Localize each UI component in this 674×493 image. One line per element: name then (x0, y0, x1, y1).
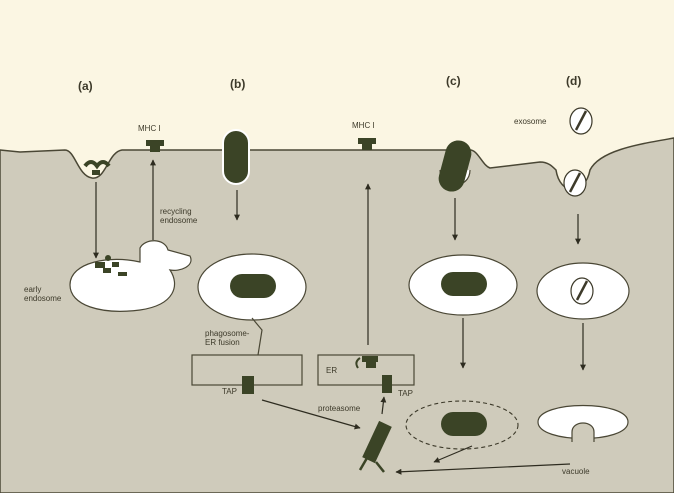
label-early-endosome-text: early (24, 285, 41, 294)
label-early-endosome-text-line-2: endosome (24, 294, 62, 303)
panel-label-a: (a) (78, 79, 93, 93)
label-exosome: exosome (514, 117, 547, 126)
label-vacuole: vacuole (562, 467, 590, 476)
escaped-bacterium-c (441, 412, 487, 436)
label-tap-left: TAP (222, 387, 237, 396)
exosome-particle (570, 108, 592, 134)
panel-label-b: (b) (230, 77, 245, 91)
label-recycling-endosome-text: recycling (160, 207, 192, 216)
mhc1-receptor-center (358, 138, 376, 150)
label-tap-right: TAP (398, 389, 413, 398)
panel-label-c: (c) (446, 74, 461, 88)
tap-transporter-right (382, 375, 392, 393)
label-proteasome: proteasome (318, 404, 361, 413)
bacterium-in-phagosome-b (230, 274, 276, 298)
exosome-entering (564, 170, 586, 196)
label-recycling-endosome-text-line-2: endosome (160, 216, 198, 225)
label-phagosome-er-fusion-text-line-2: ER fusion (205, 338, 240, 347)
bacterium-entering-b (223, 130, 249, 184)
label-phagosome-er-fusion-text: phagosome- (205, 329, 250, 338)
bacterium-in-phagosome-c (441, 272, 487, 296)
panel-label-d: (d) (566, 74, 581, 88)
label-mhc1-left: MHC I (138, 124, 161, 133)
label-mhc1-center: MHC I (352, 121, 375, 130)
tap-transporter-left (242, 376, 254, 394)
label-er: ER (326, 366, 337, 375)
exosome-in-endosome (571, 278, 593, 304)
